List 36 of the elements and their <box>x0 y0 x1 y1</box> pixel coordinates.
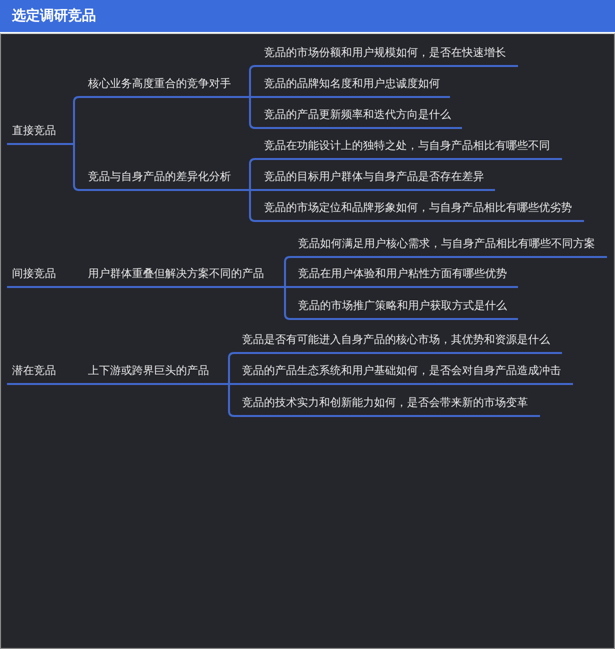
mindmap-topic: 竞品的产品生态系统和用户基础如何，是否会对自身产品造成冲击 <box>234 359 573 385</box>
connector-line <box>283 286 290 288</box>
mindmap-topic: 竞品是否有可能进入自身产品的核心市场，其优势和资源是什么 <box>234 328 562 354</box>
mindmap-topic: 竞品如何满足用户核心需求，与自身产品相比有哪些不同方案 <box>290 232 607 258</box>
connector-line <box>227 352 235 385</box>
connector-line <box>227 383 235 417</box>
connector-line <box>72 286 79 288</box>
mindmap-topic: 竞品在功能设计上的独特之处，与自身产品相比有哪些不同 <box>255 134 562 160</box>
mindmap-topic: 竞品的市场推广策略和用户获取方式是什么 <box>290 294 518 320</box>
mindmap-topic: 竞品的产品更新频率和迭代方向是什么 <box>255 103 462 129</box>
connector-line <box>248 189 255 191</box>
connector-line <box>72 143 80 191</box>
mindmap-topic: 竞品在用户体验和用户粘性方面有哪些优势 <box>290 262 518 288</box>
connector-line <box>248 96 255 98</box>
mindmap-topic: 竞品的品牌知名度和用户忠诚度如何 <box>255 72 450 98</box>
connector-line <box>283 256 291 288</box>
mindmap-topic: 上下游或跨界巨头的产品 <box>79 359 227 385</box>
connector-line <box>248 189 256 222</box>
mindmap-topic: 潜在竞品 <box>7 359 72 385</box>
connector-line <box>248 65 256 98</box>
mindmap-topic: 竞品与自身产品的差异化分析 <box>79 165 248 191</box>
mindmap-topic: 直接竞品 <box>7 119 72 145</box>
mindmap-topic: 竞品的目标用户群体与自身产品是否存在差异 <box>255 165 495 191</box>
mindmap-topic: 竞品的技术实力和创新能力如何，是否会带来新的市场变革 <box>234 391 540 417</box>
mindmap-topic: 竞品的市场份额和用户规模如何，是否在快速增长 <box>255 41 518 67</box>
connector-line <box>72 96 80 145</box>
connector-line <box>248 96 256 129</box>
mindmap-topic: 用户群体重叠但解决方案不同的产品 <box>79 262 283 288</box>
connector-line <box>227 383 234 385</box>
connector-line <box>283 286 291 320</box>
mindmap-topic: 间接竞品 <box>7 262 72 288</box>
mindmap-topic: 竞品的市场定位和品牌形象如何，与自身产品相比有哪些优劣势 <box>255 196 584 222</box>
title: 选定调研竞品 <box>12 7 96 25</box>
mindmap-topic: 核心业务高度重合的竞争对手 <box>79 72 248 98</box>
connector-line <box>72 383 79 385</box>
connector-line <box>248 158 256 191</box>
